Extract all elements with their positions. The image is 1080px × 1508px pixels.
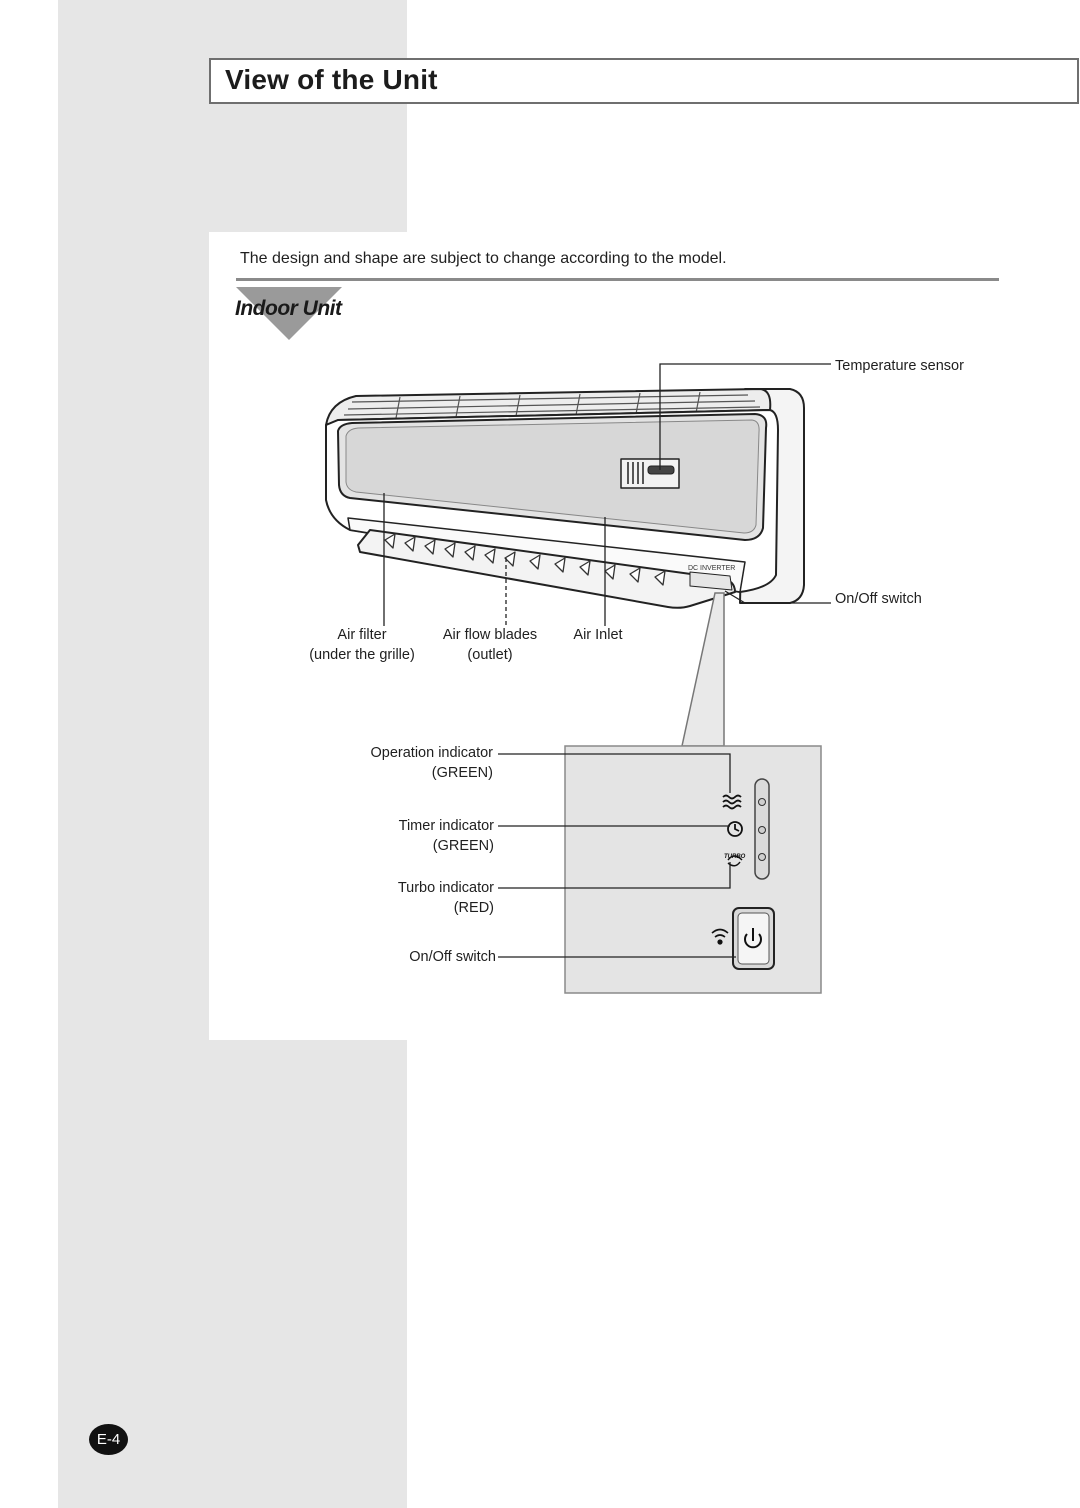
operation-indicator-led [758, 798, 766, 806]
intro-note: The design and shape are subject to chan… [240, 250, 727, 267]
timer-icon [727, 821, 743, 837]
page-number-badge: E-4 [89, 1424, 128, 1455]
timer-indicator-led [758, 826, 766, 834]
label-turbo-indicator: Turbo indicator [397, 880, 494, 896]
power-icon [744, 928, 762, 949]
label-onoff-switch: On/Off switch [409, 949, 496, 965]
brand-mark: DC INVERTER [688, 565, 735, 572]
label-temperature-sensor: Temperature sensor [835, 358, 964, 374]
label-onoff-switch-top: On/Off switch [835, 591, 922, 607]
label-air-inlet: Air Inlet [573, 627, 623, 643]
label-turbo-color: (RED) [453, 900, 494, 916]
turbo-icon-text: TURBO [724, 854, 746, 860]
title-box [209, 58, 1079, 104]
label-operation-color: (GREEN) [431, 765, 493, 781]
control-panel-box [564, 745, 822, 994]
intro-divider [236, 278, 999, 281]
operation-icon [722, 794, 742, 810]
page-title: View of the Unit [225, 64, 438, 95]
panel-callout-lines [498, 753, 736, 958]
remote-signal-icon [711, 928, 729, 945]
section-marker-icon [236, 287, 342, 340]
section-heading: Indoor Unit [235, 297, 342, 320]
turbo-icon: TURBO [724, 854, 746, 867]
zoom-connector [681, 592, 725, 747]
turbo-indicator-led [758, 853, 766, 861]
label-air-filter: Air filter [337, 627, 387, 643]
label-operation-indicator: Operation indicator [370, 745, 493, 761]
label-timer-color: (GREEN) [432, 838, 494, 854]
indoor-unit-illustration [325, 388, 805, 609]
label-air-filter-note: (under the grille) [309, 647, 415, 663]
label-air-flow-blades-note: (outlet) [467, 647, 513, 663]
onoff-button[interactable] [732, 907, 775, 970]
callout-lines [383, 363, 831, 626]
label-timer-indicator: Timer indicator [398, 818, 494, 834]
label-air-flow-blades: Air flow blades [442, 627, 538, 643]
